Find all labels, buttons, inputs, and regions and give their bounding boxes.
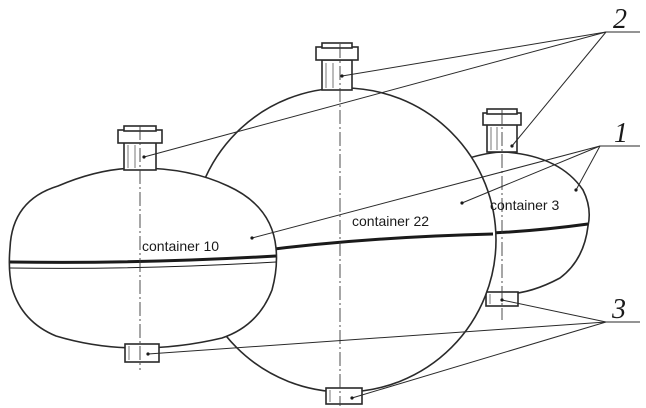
- left-container: [8, 125, 278, 370]
- callout-3: 3: [611, 294, 626, 325]
- leader-lines: [143, 31, 640, 399]
- container-left-label: container 10: [142, 238, 219, 254]
- center-container: [191, 42, 497, 406]
- container-center-label: container 22: [352, 213, 429, 229]
- callout-1: 1: [614, 118, 628, 149]
- container-right-label: container 3: [490, 197, 559, 213]
- callout-2: 2: [613, 4, 627, 35]
- leader-dots: [142, 74, 578, 400]
